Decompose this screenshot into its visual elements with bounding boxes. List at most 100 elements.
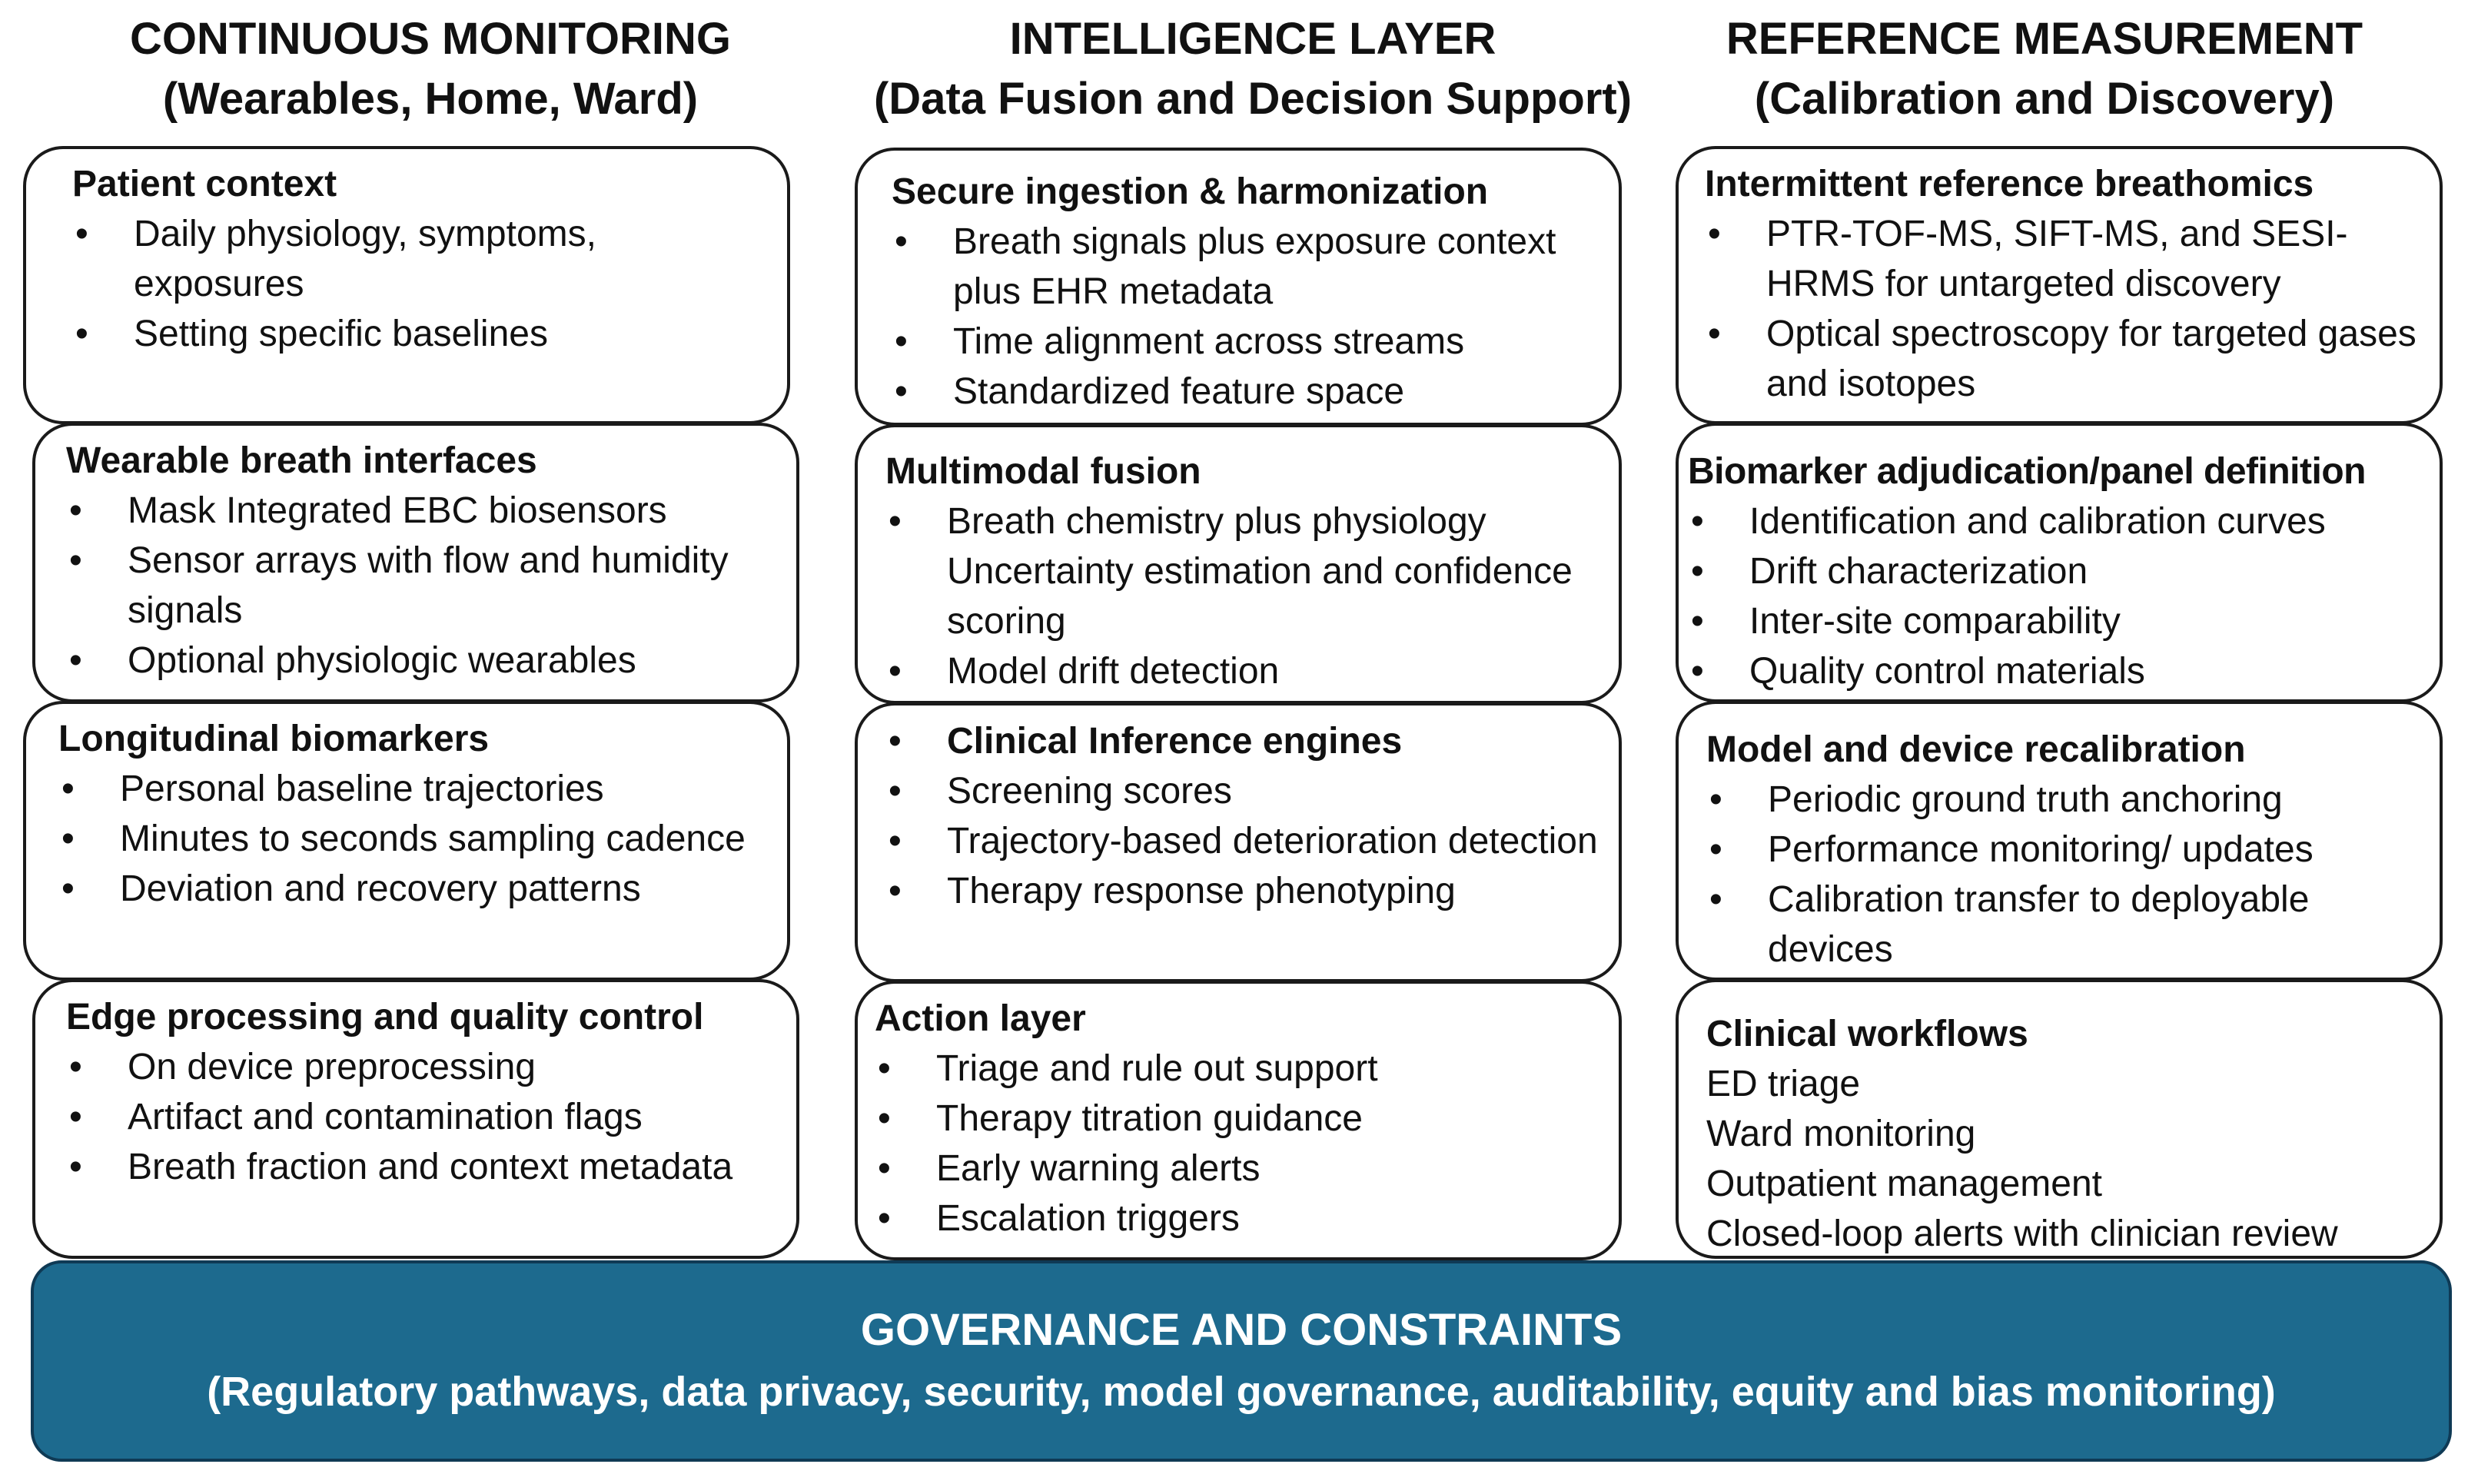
box-title: Intermittent reference breathomics bbox=[1705, 164, 2314, 204]
bullet-icon: • bbox=[889, 501, 902, 542]
list-item: •Optional physiologic wearables bbox=[66, 636, 778, 686]
box-wearable-breath-interfaces: Wearable breath interfaces •Mask Integra… bbox=[32, 423, 799, 702]
bullet-list: •On device preprocessing •Artifact and c… bbox=[66, 1042, 778, 1192]
workflow-line: Ward monitoring bbox=[1706, 1114, 1976, 1154]
bullet-list: •Daily physiology, symptoms, exposures •… bbox=[72, 209, 769, 359]
list-item: •On device preprocessing bbox=[66, 1042, 778, 1092]
column-header-monitoring: CONTINUOUS MONITORING (Wearables, Home, … bbox=[0, 8, 861, 131]
bullet-icon: • bbox=[61, 868, 75, 909]
bullet-list: •Breath chemistry plus physiology Uncert… bbox=[885, 496, 1600, 696]
workflow-line: ED triage bbox=[1706, 1064, 1861, 1104]
box-title: Clinical workflows bbox=[1706, 1014, 2028, 1054]
bullet-icon: • bbox=[1691, 601, 1704, 642]
list-item: •Calibration transfer to deployable devi… bbox=[1706, 875, 2421, 974]
list-item: •Breath fraction and context metadata bbox=[66, 1142, 778, 1192]
list-item: •Optical spectroscopy for targeted gases… bbox=[1705, 309, 2421, 409]
list-item: •Therapy response phenotyping bbox=[885, 866, 1600, 916]
bullet-list: •Triage and rule out support •Therapy ti… bbox=[875, 1044, 1600, 1243]
bullet-icon: • bbox=[61, 818, 75, 859]
box-title: Wearable breath interfaces bbox=[66, 440, 537, 481]
bullet-icon: • bbox=[1708, 314, 1721, 354]
bullet-icon: • bbox=[1709, 879, 1722, 920]
bullet-icon: • bbox=[69, 1147, 82, 1187]
list-item: •Time alignment across streams bbox=[892, 317, 1600, 367]
bullet-list: •Identification and calibration curves •… bbox=[1688, 496, 2433, 696]
bullet-icon: • bbox=[69, 490, 82, 531]
column-header-line2: (Data Fusion and Decision Support) bbox=[873, 74, 1633, 124]
bullet-icon: • bbox=[69, 1047, 82, 1087]
list-item: •Breath chemistry plus physiology Uncert… bbox=[885, 496, 1600, 646]
box-title: Action layer bbox=[875, 998, 1086, 1039]
bullet-icon: • bbox=[1708, 214, 1721, 254]
box-title: Patient context bbox=[72, 164, 337, 204]
list-item: •Daily physiology, symptoms, exposures bbox=[72, 209, 769, 309]
box-multimodal-fusion: Multimodal fusion •Breath chemistry plus… bbox=[855, 424, 1622, 704]
list-item: •Identification and calibration curves bbox=[1688, 496, 2433, 546]
bullet-list: •Breath signals plus exposure context pl… bbox=[892, 217, 1600, 417]
box-title: Model and device recalibration bbox=[1706, 729, 2246, 770]
list-item: •Performance monitoring/ updates bbox=[1706, 825, 2421, 875]
bullet-list: •Periodic ground truth anchoring •Perfor… bbox=[1706, 775, 2421, 974]
list-item: •Standardized feature space bbox=[892, 367, 1600, 417]
list-item: •Sensor arrays with flow and humidity si… bbox=[66, 536, 778, 636]
bullet-icon: • bbox=[1709, 829, 1722, 870]
bullet-icon: • bbox=[878, 1198, 891, 1239]
bullet-list: •Personal baseline trajectories •Minutes… bbox=[58, 764, 769, 914]
bullet-icon: • bbox=[889, 871, 902, 911]
bullet-icon: • bbox=[878, 1098, 891, 1139]
list-item: •Model drift detection bbox=[885, 646, 1600, 696]
box-biomarker-adjudication: Biomarker adjudication/panel definition … bbox=[1676, 423, 2443, 702]
column-header-line2: (Wearables, Home, Ward) bbox=[162, 74, 699, 124]
box-title: Edge processing and quality control bbox=[66, 997, 704, 1037]
list-item: •Therapy titration guidance bbox=[875, 1094, 1600, 1144]
box-title: Multimodal fusion bbox=[885, 451, 1201, 492]
list-item: •Periodic ground truth anchoring bbox=[1706, 775, 2421, 825]
box-title: Longitudinal biomarkers bbox=[58, 719, 490, 759]
list-item: •Drift characterization bbox=[1688, 546, 2433, 596]
bullet-icon: • bbox=[1691, 651, 1704, 692]
column-header-line1: CONTINUOUS MONITORING bbox=[130, 14, 731, 64]
list-item: •Deviation and recovery patterns bbox=[58, 864, 769, 914]
bullet-list: • Clinical Inference engines •Screening s… bbox=[885, 716, 1600, 916]
bullet-list: •Mask Integrated EBC biosensors •Sensor … bbox=[66, 486, 778, 686]
list-item: •Minutes to seconds sampling cadence bbox=[58, 814, 769, 864]
list-item: •Inter-site comparability bbox=[1688, 596, 2433, 646]
box-clinical-inference: • Clinical Inference engines •Screening s… bbox=[855, 702, 1622, 982]
workflow-line: Closed-loop alerts with clinician review bbox=[1706, 1213, 2338, 1254]
box-secure-ingestion: Secure ingestion & harmonization •Breath… bbox=[855, 148, 1622, 426]
bullet-icon: • bbox=[69, 1097, 82, 1137]
column-header-line1: REFERENCE MEASUREMENT bbox=[1726, 14, 2363, 64]
bullet-icon: • bbox=[895, 221, 908, 262]
column-header-intelligence: INTELLIGENCE LAYER (Data Fusion and Deci… bbox=[799, 8, 1706, 131]
bullet-icon: • bbox=[889, 721, 902, 762]
bullet-icon: • bbox=[1691, 501, 1704, 542]
column-header-line1: INTELLIGENCE LAYER bbox=[1009, 14, 1496, 64]
list-item: •Artifact and contamination flags bbox=[66, 1092, 778, 1142]
box-model-recalibration: Model and device recalibration •Periodic… bbox=[1676, 701, 2443, 981]
bullet-icon: • bbox=[895, 371, 908, 412]
bullet-icon: • bbox=[75, 314, 88, 354]
bullet-list: •PTR-TOF-MS, SIFT-MS, and SESI-HRMS for … bbox=[1705, 209, 2421, 409]
list-item: • Clinical Inference engines bbox=[885, 716, 1600, 766]
governance-subtitle: (Regulatory pathways, data privacy, secu… bbox=[207, 1369, 2276, 1415]
bullet-icon: • bbox=[69, 640, 82, 681]
bullet-icon: • bbox=[889, 651, 902, 692]
bullet-icon: • bbox=[878, 1148, 891, 1189]
list-item: •Early warning alerts bbox=[875, 1144, 1600, 1194]
column-header-reference: REFERENCE MEASUREMENT (Calibration and D… bbox=[1637, 8, 2452, 131]
bullet-icon: • bbox=[1709, 779, 1722, 820]
box-reference-breathomics: Intermittent reference breathomics •PTR-… bbox=[1676, 146, 2443, 424]
list-item: •Personal baseline trajectories bbox=[58, 764, 769, 814]
list-item: •Screening scores bbox=[885, 766, 1600, 816]
list-item: •Setting specific baselines bbox=[72, 309, 769, 359]
governance-title: GOVERNANCE AND CONSTRAINTS bbox=[860, 1305, 1623, 1355]
list-item: •Mask Integrated EBC biosensors bbox=[66, 486, 778, 536]
box-title: Clinical Inference engines bbox=[947, 721, 1403, 762]
workflow-line: Outpatient management bbox=[1706, 1164, 2102, 1204]
list-item: •Breath signals plus exposure context pl… bbox=[892, 217, 1600, 317]
list-item: •PTR-TOF-MS, SIFT-MS, and SESI-HRMS for … bbox=[1705, 209, 2421, 309]
column-header-line2: (Calibration and Discovery) bbox=[1754, 74, 2335, 124]
bullet-icon: • bbox=[878, 1048, 891, 1089]
box-title: Secure ingestion & harmonization bbox=[892, 171, 1489, 212]
bullet-icon: • bbox=[69, 540, 82, 581]
